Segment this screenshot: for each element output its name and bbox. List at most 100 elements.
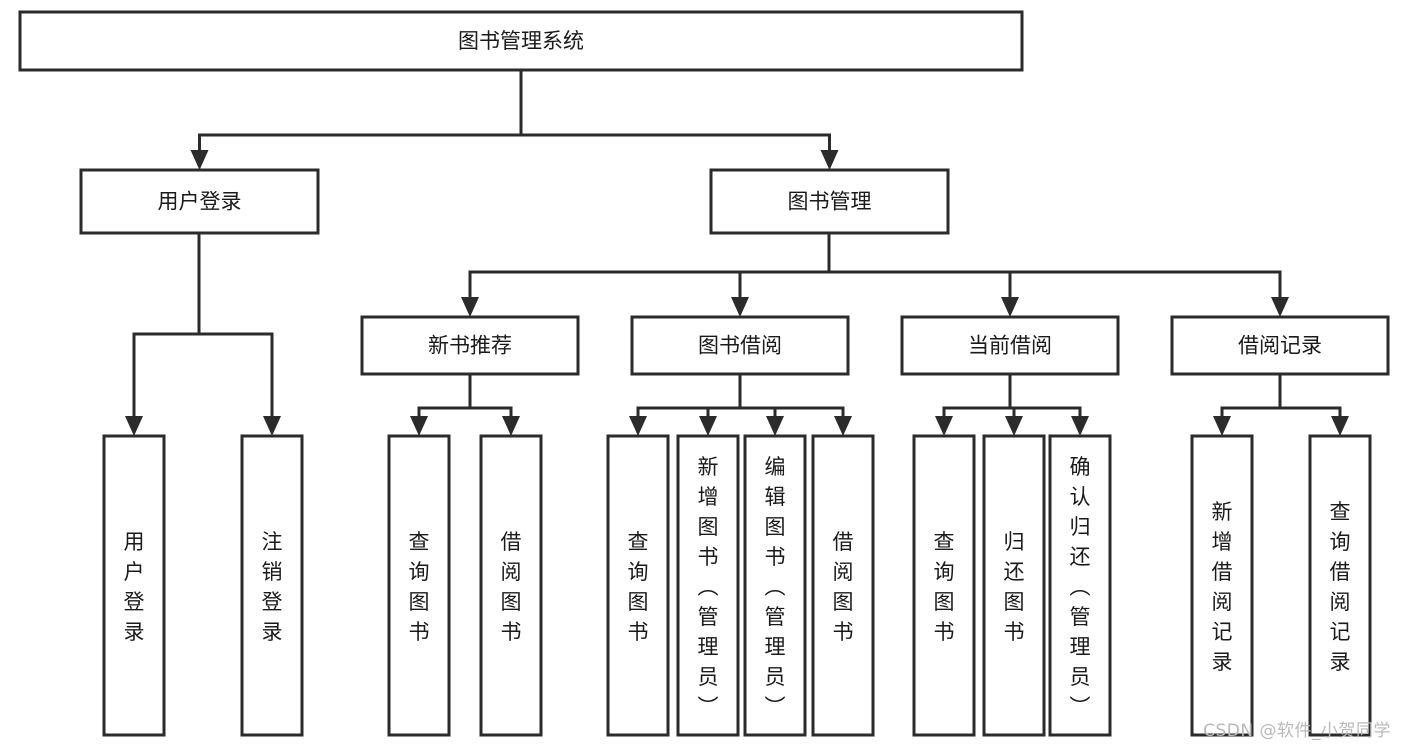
node-leaf-add-book[interactable]: 新增图书︵管理员︶ — [676, 434, 740, 737]
node-label: 图书借阅 — [698, 334, 782, 358]
connector-new-book-rec-to-leaf-borrow-book-rec — [470, 406, 520, 436]
node-leaf-query-book-rec[interactable]: 查询图书 — [387, 434, 451, 737]
node-box[interactable] — [709, 168, 950, 235]
node-box[interactable] — [912, 434, 976, 737]
connector-path — [468, 270, 829, 300]
arrow-head-icon — [629, 416, 647, 436]
node-box[interactable] — [811, 434, 875, 737]
connector-root-to-book-manage — [521, 133, 839, 170]
node-label: 查询图书 — [934, 530, 955, 644]
arrow-head-icon — [766, 416, 784, 436]
connector-user-login-to-leaf-user-login — [125, 332, 199, 436]
node-box[interactable] — [1308, 434, 1372, 737]
node-leaf-return-book[interactable]: 归还图书 — [982, 434, 1046, 737]
node-box[interactable] — [1048, 434, 1112, 737]
node-leaf-query-book-borrow[interactable]: 查询图书 — [606, 434, 670, 737]
node-leaf-edit-book[interactable]: 编辑图书︵管理员︶ — [743, 434, 807, 737]
node-leaf-query-record[interactable]: 查询借阅记录 — [1308, 434, 1372, 737]
connector-path — [198, 133, 521, 153]
connector-current-borrow-to-leaf-query-book-current — [935, 406, 1010, 436]
connector-path — [417, 406, 470, 419]
node-leaf-user-login[interactable]: 用户登录 — [102, 434, 166, 737]
arrow-head-icon — [1071, 416, 1089, 436]
connector-layer — [125, 70, 1349, 436]
node-user-login[interactable]: 用户登录 — [79, 168, 320, 235]
node-label: 注销登录 — [262, 530, 283, 644]
node-leaf-borrow-book[interactable]: 借阅图书 — [811, 434, 875, 737]
node-leaf-confirm-return[interactable]: 确认归还︵管理员︶ — [1048, 434, 1112, 737]
node-label: 确认归还︵管理员︶ — [1070, 455, 1091, 719]
arrow-head-icon — [461, 297, 479, 317]
arrow-head-icon — [125, 416, 143, 436]
arrow-head-icon — [190, 150, 209, 170]
connector-path — [740, 406, 845, 419]
connector-path — [470, 406, 513, 419]
connector-borrow-record-to-leaf-add-record — [1213, 406, 1280, 436]
node-book-borrow[interactable]: 图书借阅 — [630, 315, 850, 376]
node-borrow-record[interactable]: 借阅记录 — [1170, 315, 1390, 376]
node-label: 新书推荐 — [428, 334, 512, 358]
node-new-book-rec[interactable]: 新书推荐 — [360, 315, 580, 376]
node-box[interactable] — [360, 315, 580, 376]
connector-book-borrow-to-leaf-add-book — [699, 406, 740, 436]
connector-current-borrow-to-leaf-return-book — [1005, 406, 1023, 436]
connector-path — [1220, 406, 1280, 419]
node-leaf-borrow-book-rec[interactable]: 借阅图书 — [479, 434, 543, 737]
node-label: 新增借阅记录 — [1212, 500, 1233, 674]
node-label: 查询图书 — [628, 530, 649, 644]
connector-path — [1280, 406, 1342, 419]
node-label: 新增图书︵管理员︶ — [698, 455, 719, 719]
arrow-head-icon — [1331, 416, 1349, 436]
node-root[interactable]: 图书管理系统 — [18, 10, 1024, 72]
node-box[interactable] — [743, 434, 807, 737]
node-box[interactable] — [479, 434, 543, 737]
arrow-head-icon — [263, 416, 281, 436]
node-leaf-add-record[interactable]: 新增借阅记录 — [1190, 434, 1254, 737]
connector-book-borrow-to-leaf-query-book-borrow — [629, 406, 740, 436]
connector-path — [521, 133, 831, 153]
connector-path — [636, 406, 740, 419]
node-label: 归还图书 — [1004, 530, 1025, 644]
csdn-watermark: CSDN @软件_小贺同学 — [1203, 721, 1391, 741]
node-box[interactable] — [900, 315, 1120, 376]
node-box[interactable] — [18, 10, 1024, 72]
arrow-head-icon — [731, 297, 749, 317]
arrow-head-icon — [1271, 297, 1289, 317]
node-label: 用户登录 — [124, 530, 145, 644]
connector-path — [132, 332, 199, 419]
arrow-head-icon — [1005, 416, 1023, 436]
node-box[interactable] — [676, 434, 740, 737]
node-box[interactable] — [630, 315, 850, 376]
node-label: 图书管理 — [788, 190, 872, 214]
node-box[interactable] — [606, 434, 670, 737]
arrow-head-icon — [1001, 297, 1019, 317]
node-book-manage[interactable]: 图书管理 — [709, 168, 950, 235]
node-current-borrow[interactable]: 当前借阅 — [900, 315, 1120, 376]
node-leaf-logout[interactable]: 注销登录 — [240, 434, 304, 737]
node-label: 图书管理系统 — [458, 29, 584, 53]
connector-current-borrow-to-leaf-confirm-return — [1010, 406, 1089, 436]
node-leaf-query-book-current[interactable]: 查询图书 — [912, 434, 976, 737]
arrow-head-icon — [410, 416, 428, 436]
node-box[interactable] — [102, 434, 166, 737]
node-box[interactable] — [1170, 315, 1390, 376]
connector-path — [829, 270, 1012, 300]
node-label: 借阅记录 — [1238, 334, 1322, 358]
connector-book-manage-to-current-borrow — [829, 270, 1019, 317]
node-label: 当前借阅 — [968, 334, 1052, 358]
arrow-head-icon — [502, 416, 520, 436]
node-label: 查询图书 — [409, 530, 430, 644]
node-box[interactable] — [982, 434, 1046, 737]
arrow-head-icon — [699, 416, 717, 436]
node-layer: 图书管理系统用户登录图书管理新书推荐图书借阅当前借阅借阅记录用户登录注销登录查询… — [18, 10, 1390, 737]
node-box[interactable] — [79, 168, 320, 235]
connector-path — [829, 270, 1282, 300]
node-box[interactable] — [1190, 434, 1254, 737]
connector-book-manage-to-book-borrow — [731, 270, 829, 317]
node-box[interactable] — [387, 434, 451, 737]
connector-book-borrow-to-leaf-edit-book — [740, 406, 784, 436]
node-box[interactable] — [240, 434, 304, 737]
connector-path — [199, 332, 274, 419]
